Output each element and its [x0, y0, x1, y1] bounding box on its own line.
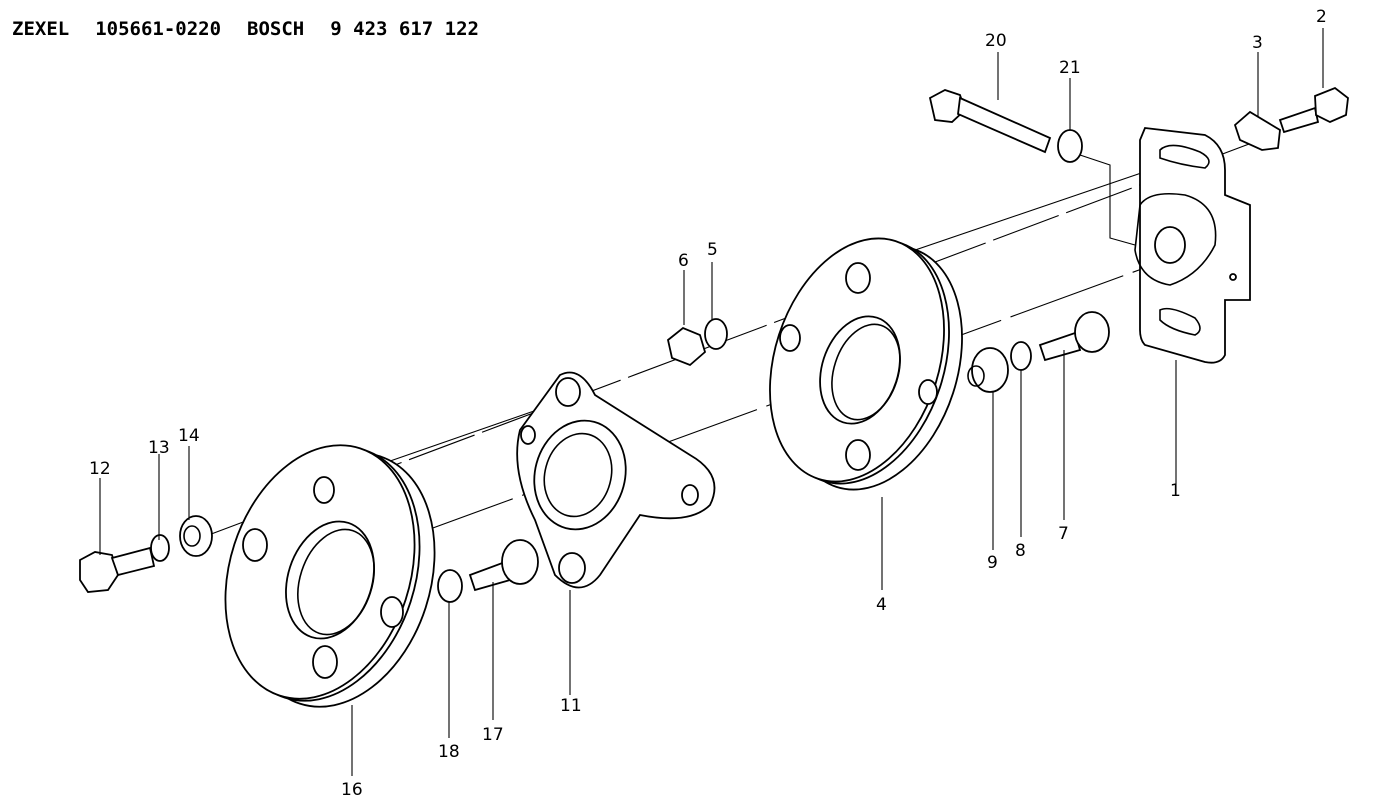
maker-part-number: 105661-0220 — [95, 18, 222, 40]
part-1-bracket — [1134, 127, 1251, 364]
part-17-bolt — [468, 539, 539, 592]
part-3-plate — [1233, 110, 1281, 151]
part-18-lock-washer — [437, 569, 463, 603]
leader-lines — [99, 28, 1324, 776]
callout-1: 1 — [1170, 481, 1181, 501]
part-8-lock-washer — [1010, 341, 1032, 371]
callout-14: 14 — [178, 426, 200, 446]
part-11-hub-coupling — [516, 371, 716, 589]
callout-5: 5 — [707, 240, 718, 260]
part-7-bolt — [1038, 311, 1110, 362]
callout-2: 2 — [1316, 7, 1327, 27]
part-12-bolt — [79, 546, 156, 593]
callout-7: 7 — [1058, 524, 1069, 544]
part-14-washer — [179, 515, 213, 557]
part-4-center-flange-disk — [769, 237, 963, 491]
part-21-washer — [1057, 129, 1083, 163]
part-9-spacer — [967, 347, 1009, 393]
callout-6: 6 — [678, 251, 689, 271]
callout-12: 12 — [89, 459, 111, 479]
callout-4: 4 — [876, 595, 887, 615]
part-20-long-bolt — [928, 89, 1052, 154]
callout-labels: 1 2 3 4 5 6 7 8 9 11 12 13 14 16 17 18 2… — [89, 7, 1327, 800]
part-13-lock-washer — [150, 534, 170, 562]
oem-name: BOSCH — [247, 18, 305, 40]
callout-8: 8 — [1015, 541, 1026, 561]
callout-18: 18 — [438, 742, 460, 762]
maker-name: ZEXEL — [12, 18, 70, 40]
callout-9: 9 — [987, 553, 998, 573]
callout-3: 3 — [1252, 33, 1263, 53]
part-2-bolt — [1278, 86, 1349, 134]
oem-part-number: 9 423 617 122 — [330, 18, 479, 40]
callout-16: 16 — [341, 780, 363, 800]
callout-17: 17 — [482, 725, 504, 745]
part-16-flange-disk — [224, 444, 436, 708]
callout-20: 20 — [985, 31, 1007, 51]
callout-13: 13 — [148, 438, 170, 458]
diagram-header: ZEXEL 105661-0220 BOSCH 9 423 617 122 — [12, 18, 505, 40]
callout-21: 21 — [1059, 58, 1081, 78]
part-6-nut — [666, 326, 707, 367]
part-5-washer — [704, 318, 728, 350]
callout-11: 11 — [560, 696, 582, 716]
